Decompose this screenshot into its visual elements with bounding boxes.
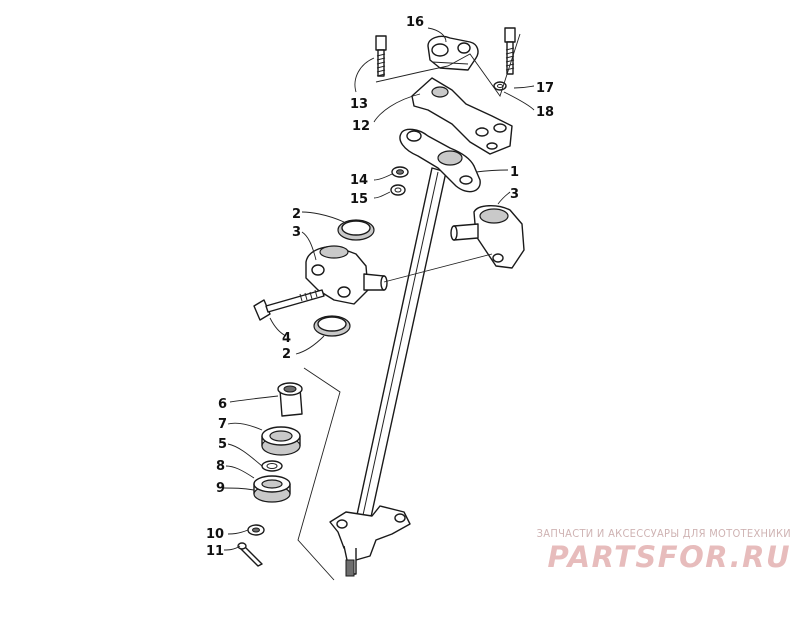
callout-labels: 16 17 18 13 12 1 14 15 3 2 3 4 2 6 7 5 8…: [206, 15, 554, 559]
steering-post-shaft: [329, 128, 481, 577]
callout-4: 4: [282, 331, 291, 346]
callout-9: 9: [216, 481, 225, 496]
washer-10: [247, 524, 265, 536]
bearing-seal-upper: [337, 219, 375, 241]
washer-14: [391, 166, 409, 178]
assembly-line-top: [375, 33, 521, 97]
callout-14: 14: [350, 173, 368, 188]
callout-12: 12: [352, 119, 370, 134]
callout-18: 18: [536, 105, 554, 120]
washer-5: [261, 460, 283, 472]
watermark-logo: PARTSFOR.RU: [547, 540, 791, 574]
assembly-line-bearing: [383, 253, 493, 283]
watermark-tagline: ЗАПЧАСТИ И АКСЕССУАРЫ ДЛЯ МОТОТЕХНИКИ: [536, 527, 791, 540]
bearing-block-right: [450, 205, 525, 269]
callout-15: 15: [350, 192, 368, 207]
cap-screw-13: [375, 35, 387, 77]
steering-arm: [411, 77, 513, 155]
callout-1: 1: [510, 165, 519, 180]
bushing-6: [277, 382, 303, 417]
bolt-4: [253, 289, 325, 321]
callout-16: 16: [406, 15, 424, 30]
callout-7: 7: [218, 417, 227, 432]
callout-2-upper: 2: [292, 207, 301, 222]
handlebar-block: [427, 35, 479, 71]
bearing-7: [261, 426, 301, 456]
assembly-line-bottom: [297, 367, 341, 581]
callout-8: 8: [216, 459, 225, 474]
bearing-seal-lower: [313, 315, 351, 337]
callout-3-right: 3: [510, 187, 519, 202]
callout-3-left: 3: [292, 225, 301, 240]
callout-13: 13: [350, 97, 368, 112]
callout-2-lower: 2: [282, 347, 291, 362]
callout-5: 5: [218, 437, 227, 452]
bearing-9: [253, 475, 291, 503]
callout-10: 10: [206, 527, 224, 542]
cotter-pin-11: [237, 542, 263, 567]
callout-6: 6: [218, 397, 227, 412]
cap-screw-17: [504, 27, 516, 75]
callout-17: 17: [536, 81, 554, 96]
callout-11: 11: [206, 544, 224, 559]
leader-lines: [223, 27, 535, 551]
washer-15: [390, 184, 406, 196]
